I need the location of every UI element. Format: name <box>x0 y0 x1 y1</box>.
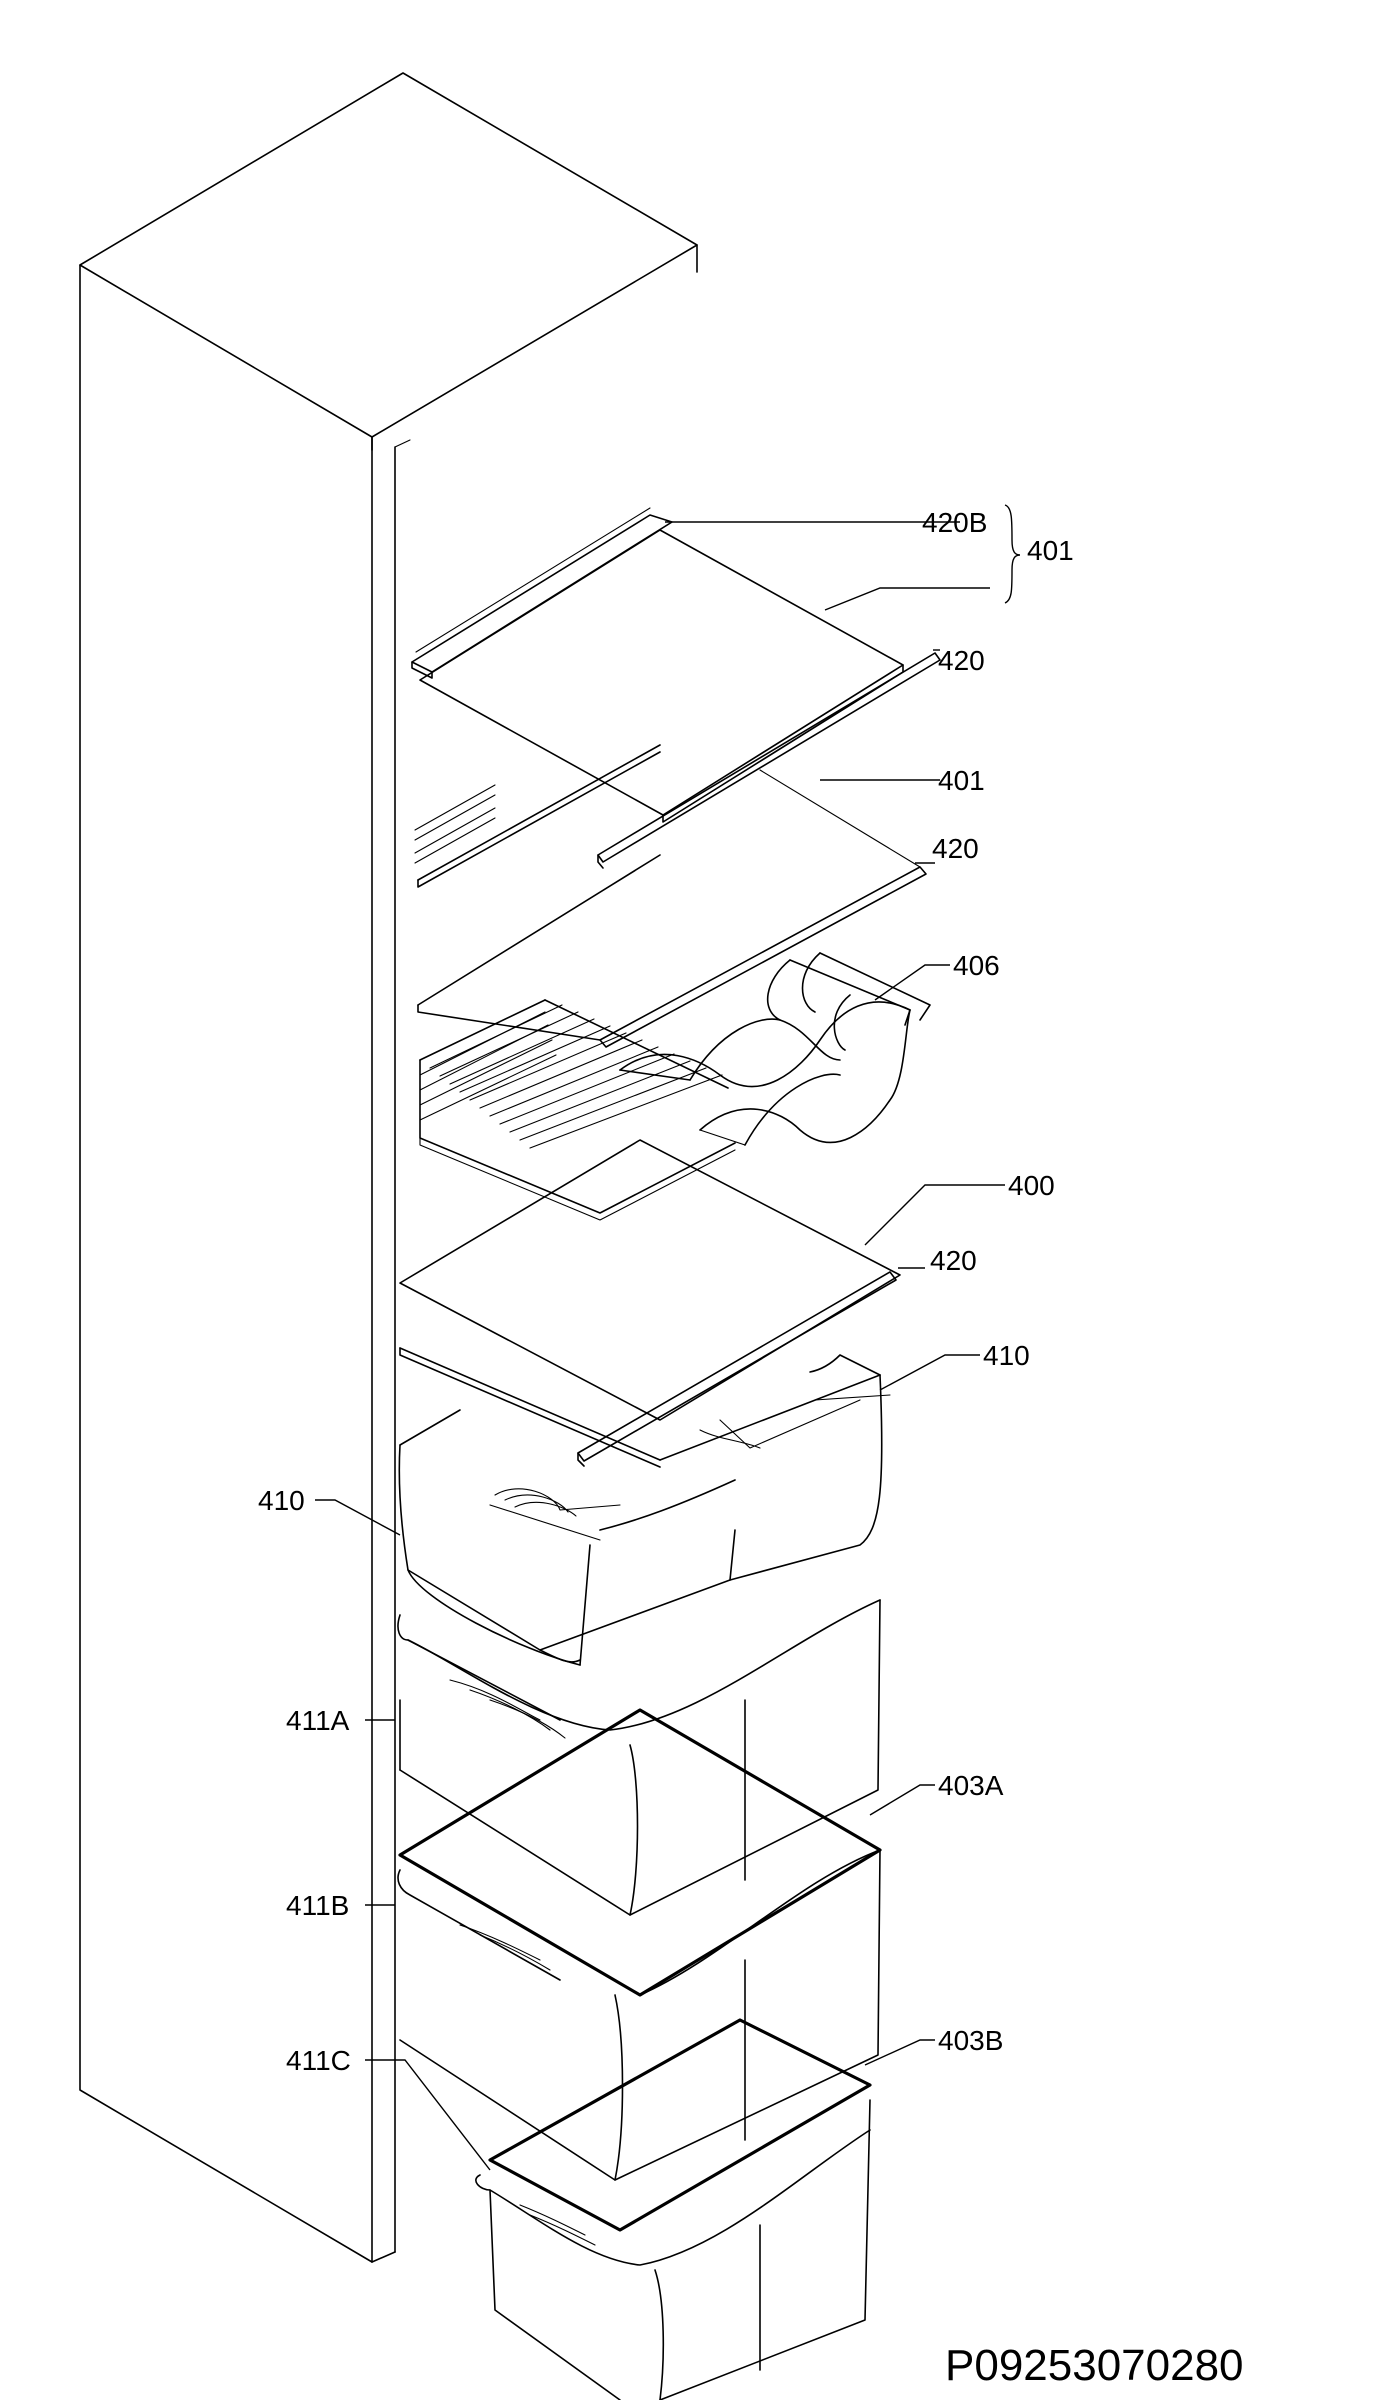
glass-shelf-lower <box>399 1139 901 1468</box>
glass-shelf-top <box>411 507 941 869</box>
label-403B: 403B <box>938 2025 1003 2056</box>
glass-shelf-second <box>414 744 927 1048</box>
crisper-drawers <box>398 1354 891 1666</box>
label-420-mid: 420 <box>932 833 979 864</box>
glass-cover-403B <box>488 2018 872 2232</box>
label-420-low: 420 <box>930 1245 977 1276</box>
label-410-right: 410 <box>983 1340 1030 1371</box>
leader-lines <box>315 504 1021 2171</box>
drawing-code: P09253070280 <box>945 2341 1244 2390</box>
label-401-group: 401 <box>1027 535 1074 566</box>
label-403A: 403A <box>938 1770 1004 1801</box>
fridge-cabinet <box>79 72 698 2263</box>
wire-grid-shelf <box>419 999 736 1221</box>
label-400: 400 <box>1008 1170 1055 1201</box>
label-411A: 411A <box>286 1705 350 1736</box>
freezer-drawer-411B <box>397 1849 881 2181</box>
glass-cover-403A <box>398 1708 882 1997</box>
wine-rack <box>619 952 931 1146</box>
callout-labels: 420B 401 420 401 420 406 400 420 410 410… <box>258 507 1074 2076</box>
label-410-left: 410 <box>258 1485 305 1516</box>
label-420-top: 420 <box>938 645 985 676</box>
label-411C: 411C <box>286 2045 351 2076</box>
freezer-drawer-411A <box>397 1599 881 1916</box>
label-401: 401 <box>938 765 985 796</box>
freezer-drawer-411C <box>475 2099 871 2400</box>
label-420B: 420B <box>922 507 987 538</box>
label-406: 406 <box>953 950 1000 981</box>
label-411B: 411B <box>286 1890 349 1921</box>
